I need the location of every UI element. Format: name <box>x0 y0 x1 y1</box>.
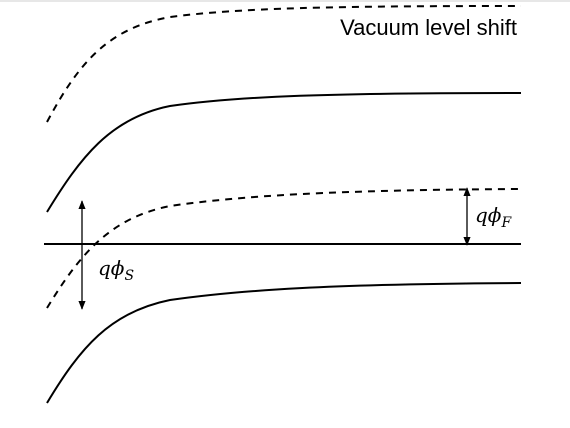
surface-potential-subscript: S <box>124 268 134 284</box>
intrinsic-level-curve <box>46 188 522 309</box>
fermi-potential-subscript: F <box>500 215 512 231</box>
fermi-potential-symbol: qϕ <box>475 203 502 227</box>
conduction-band-curve <box>46 92 522 213</box>
valence-band-curve <box>46 282 522 404</box>
surface-potential-symbol: qϕ <box>98 256 125 280</box>
vacuum-level-curve <box>46 5 522 123</box>
surface-potential-label: qϕS <box>98 256 134 284</box>
vacuum-level-caption: Vacuum level shift <box>340 15 517 40</box>
fermi-potential-label: qϕF <box>475 203 512 231</box>
